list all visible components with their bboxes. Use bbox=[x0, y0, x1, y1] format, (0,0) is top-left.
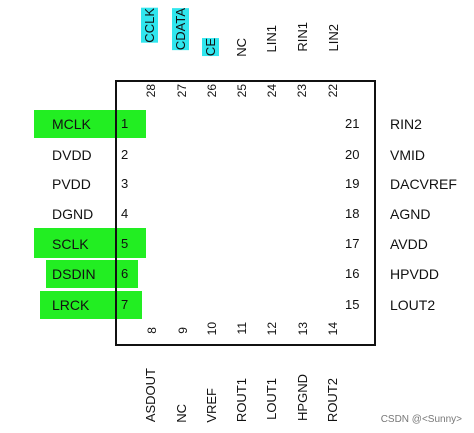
pin-4-number: 4 bbox=[121, 206, 129, 221]
pin-28-number: 28 bbox=[144, 84, 158, 98]
pin-19-name: DACVREF bbox=[390, 176, 457, 192]
pin-8-name: ASDOUT bbox=[143, 368, 158, 423]
pin-20-name: VMID bbox=[390, 147, 425, 163]
watermark: CSDN @<Sunny> bbox=[380, 414, 462, 425]
pin-26-name: CE bbox=[202, 38, 219, 57]
pin-10-name: VREF bbox=[204, 388, 219, 423]
pin-5-number: 5 bbox=[121, 236, 129, 251]
pin-24-number: 24 bbox=[265, 84, 279, 98]
pin-24-name: LIN1 bbox=[264, 25, 279, 53]
pin-18-number: 18 bbox=[345, 206, 360, 221]
pin-21-number: 21 bbox=[345, 116, 360, 131]
pin-14-number: 14 bbox=[326, 322, 340, 336]
pin-15-name: LOUT2 bbox=[390, 297, 436, 313]
pin-5-name: SCLK bbox=[52, 236, 89, 252]
pin-1-number: 1 bbox=[121, 116, 129, 131]
pin-18-name: AGND bbox=[390, 206, 431, 222]
pin-20-number: 20 bbox=[345, 147, 360, 162]
pin-17-name: AVDD bbox=[390, 236, 428, 252]
pin-11-name: ROUT1 bbox=[234, 378, 249, 423]
chip-body bbox=[115, 80, 376, 346]
pin-7-number: 7 bbox=[121, 297, 129, 312]
pin-25-number: 25 bbox=[235, 84, 249, 98]
pin-5-highlight bbox=[34, 228, 146, 258]
pin-22-name: LIN2 bbox=[326, 24, 341, 52]
pin-10-number: 10 bbox=[205, 322, 219, 336]
pin-14-name: ROUT2 bbox=[325, 378, 340, 423]
pin-4-name: DGND bbox=[52, 206, 94, 222]
pin-23-name: RIN1 bbox=[295, 22, 310, 52]
pin-21-name: RIN2 bbox=[390, 116, 422, 132]
pin-12-name: LOUT1 bbox=[264, 378, 279, 420]
pin-1-highlight bbox=[34, 110, 146, 138]
pin-6-highlight bbox=[46, 260, 138, 288]
pin-11-number: 11 bbox=[235, 322, 249, 335]
pin-13-name: HPGND bbox=[295, 374, 310, 421]
pin-13-number: 13 bbox=[296, 322, 310, 336]
pin-23-number: 23 bbox=[295, 84, 309, 98]
pin-8-number: 8 bbox=[145, 327, 159, 334]
pin-3-name: PVDD bbox=[52, 176, 91, 192]
pin-1-name: MCLK bbox=[52, 116, 91, 132]
pin-25-name: NC bbox=[234, 38, 249, 57]
pin-15-number: 15 bbox=[345, 297, 360, 312]
pin-17-number: 17 bbox=[345, 236, 360, 251]
pin-19-number: 19 bbox=[345, 176, 360, 191]
pin-16-number: 16 bbox=[345, 266, 360, 281]
pin-9-name: NC bbox=[174, 404, 189, 423]
pin-26-number: 26 bbox=[205, 84, 219, 98]
pin-28-name: CCLK bbox=[141, 8, 158, 43]
pin-7-name: LRCK bbox=[52, 297, 90, 313]
pin-22-number: 22 bbox=[326, 84, 340, 98]
pin-9-number: 9 bbox=[176, 327, 190, 334]
pin-27-name: CDATA bbox=[172, 8, 189, 51]
pin-6-number: 6 bbox=[121, 266, 129, 281]
pin-3-number: 3 bbox=[121, 176, 129, 191]
pin-7-highlight bbox=[40, 291, 142, 319]
pin-6-name: DSDIN bbox=[52, 266, 96, 282]
pin-27-number: 27 bbox=[175, 84, 189, 98]
pin-2-name: DVDD bbox=[52, 147, 92, 163]
pin-2-number: 2 bbox=[121, 147, 129, 162]
pin-16-name: HPVDD bbox=[390, 266, 440, 282]
pin-12-number: 12 bbox=[265, 322, 279, 336]
